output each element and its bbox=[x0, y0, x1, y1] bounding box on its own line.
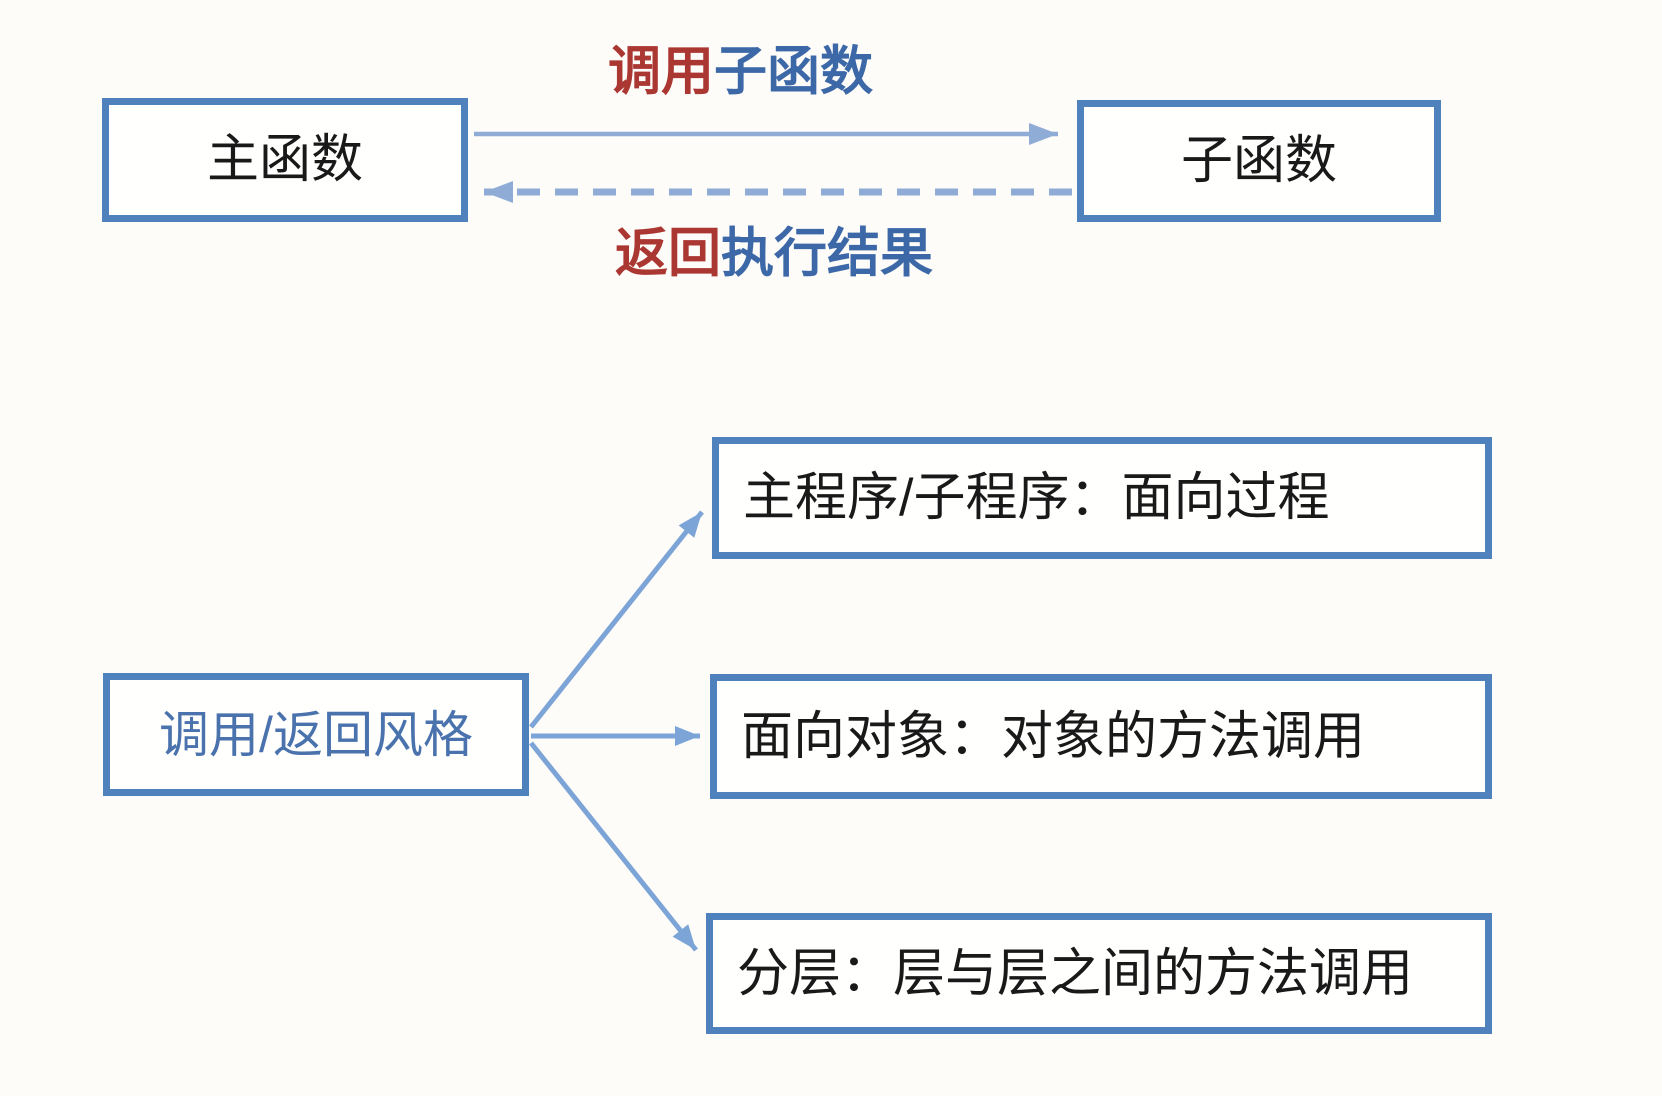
branch-arrow-layered bbox=[529, 741, 698, 952]
main-function-box: 主函数 bbox=[102, 98, 468, 222]
branch-box-object-oriented: 面向对象：对象的方法调用 bbox=[710, 674, 1492, 799]
return-label-action: 返回 bbox=[615, 224, 721, 283]
sub-function-box: 子函数 bbox=[1077, 100, 1441, 222]
return-label: 返回执行结果 bbox=[615, 224, 933, 283]
call-label: 调用子函数 bbox=[608, 42, 873, 101]
call-return-style-box: 调用/返回风格 bbox=[103, 673, 529, 796]
branch-arrow-procedural bbox=[529, 510, 704, 729]
call-label-action: 调用 bbox=[608, 42, 714, 101]
call-label-target: 子函数 bbox=[714, 42, 873, 101]
branch-box-layered: 分层：层与层之间的方法调用 bbox=[706, 913, 1492, 1034]
return-label-target: 执行结果 bbox=[721, 224, 933, 283]
branch-box-procedural: 主程序/子程序：面向过程 bbox=[712, 437, 1492, 559]
